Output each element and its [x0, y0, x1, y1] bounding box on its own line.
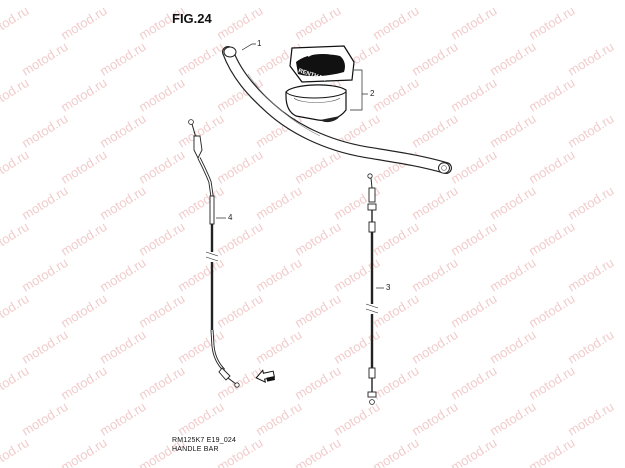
- figure-caption: HANDLE BAR: [172, 446, 219, 453]
- handle-bar: [222, 46, 452, 174]
- callout-2-label: 2: [370, 89, 375, 98]
- callout-3-label: 3: [386, 283, 391, 292]
- throttle-cable: [365, 173, 384, 405]
- callout-1-leader: [241, 43, 256, 51]
- figure-title: FIG.24: [172, 11, 212, 26]
- model-code: RM125K7 E19_024: [172, 437, 237, 444]
- callout-2-bracket: [350, 69, 368, 111]
- front-direction-arrow-icon: [255, 369, 276, 383]
- callout-1-label: 1: [257, 39, 262, 48]
- clutch-cable: [188, 119, 240, 388]
- callout-4-label: 4: [228, 213, 233, 222]
- handlebar-pad-foam: [285, 84, 347, 123]
- handlebar-pad-printed: RENTHAL: [289, 45, 355, 83]
